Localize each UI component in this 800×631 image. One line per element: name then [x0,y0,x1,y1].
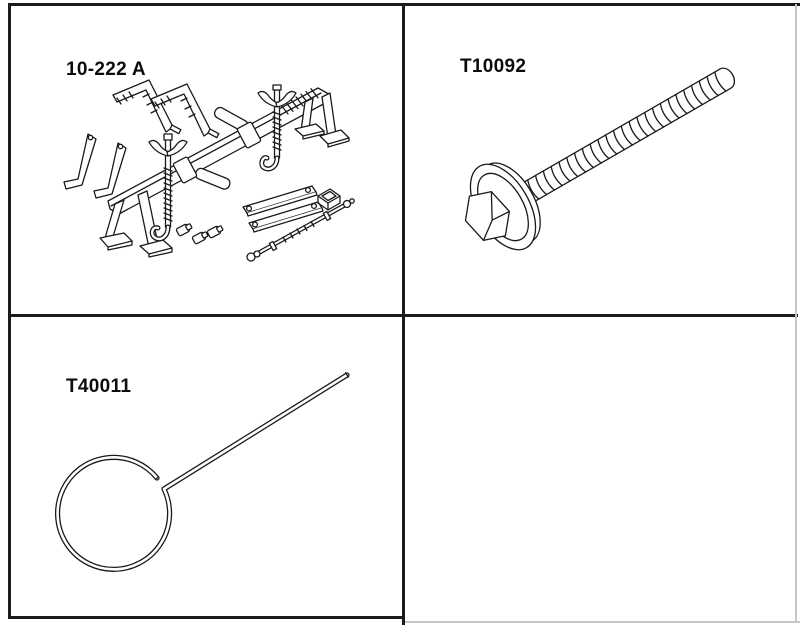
panel-engine-support-bridge: 10-222 A [11,6,402,314]
panel-wire-loop-tool: T40011 [11,317,402,616]
tool-label: T40011 [66,376,132,397]
engine-support-bridge-drawing [63,79,355,262]
page-edge-right [795,4,797,623]
panel-flange-bolt: T10092 [405,6,795,314]
frame-bottom-border [8,616,405,619]
tool-label: 10-222 A [66,59,146,80]
page-edge-bottom [405,621,800,623]
horizontal-divider [8,314,798,317]
wire-loop-drawing [55,372,350,572]
panel-empty [405,317,795,621]
flange-bolt-drawing [464,67,736,251]
tool-label: T10092 [460,56,527,77]
frame-left-border [8,3,11,619]
